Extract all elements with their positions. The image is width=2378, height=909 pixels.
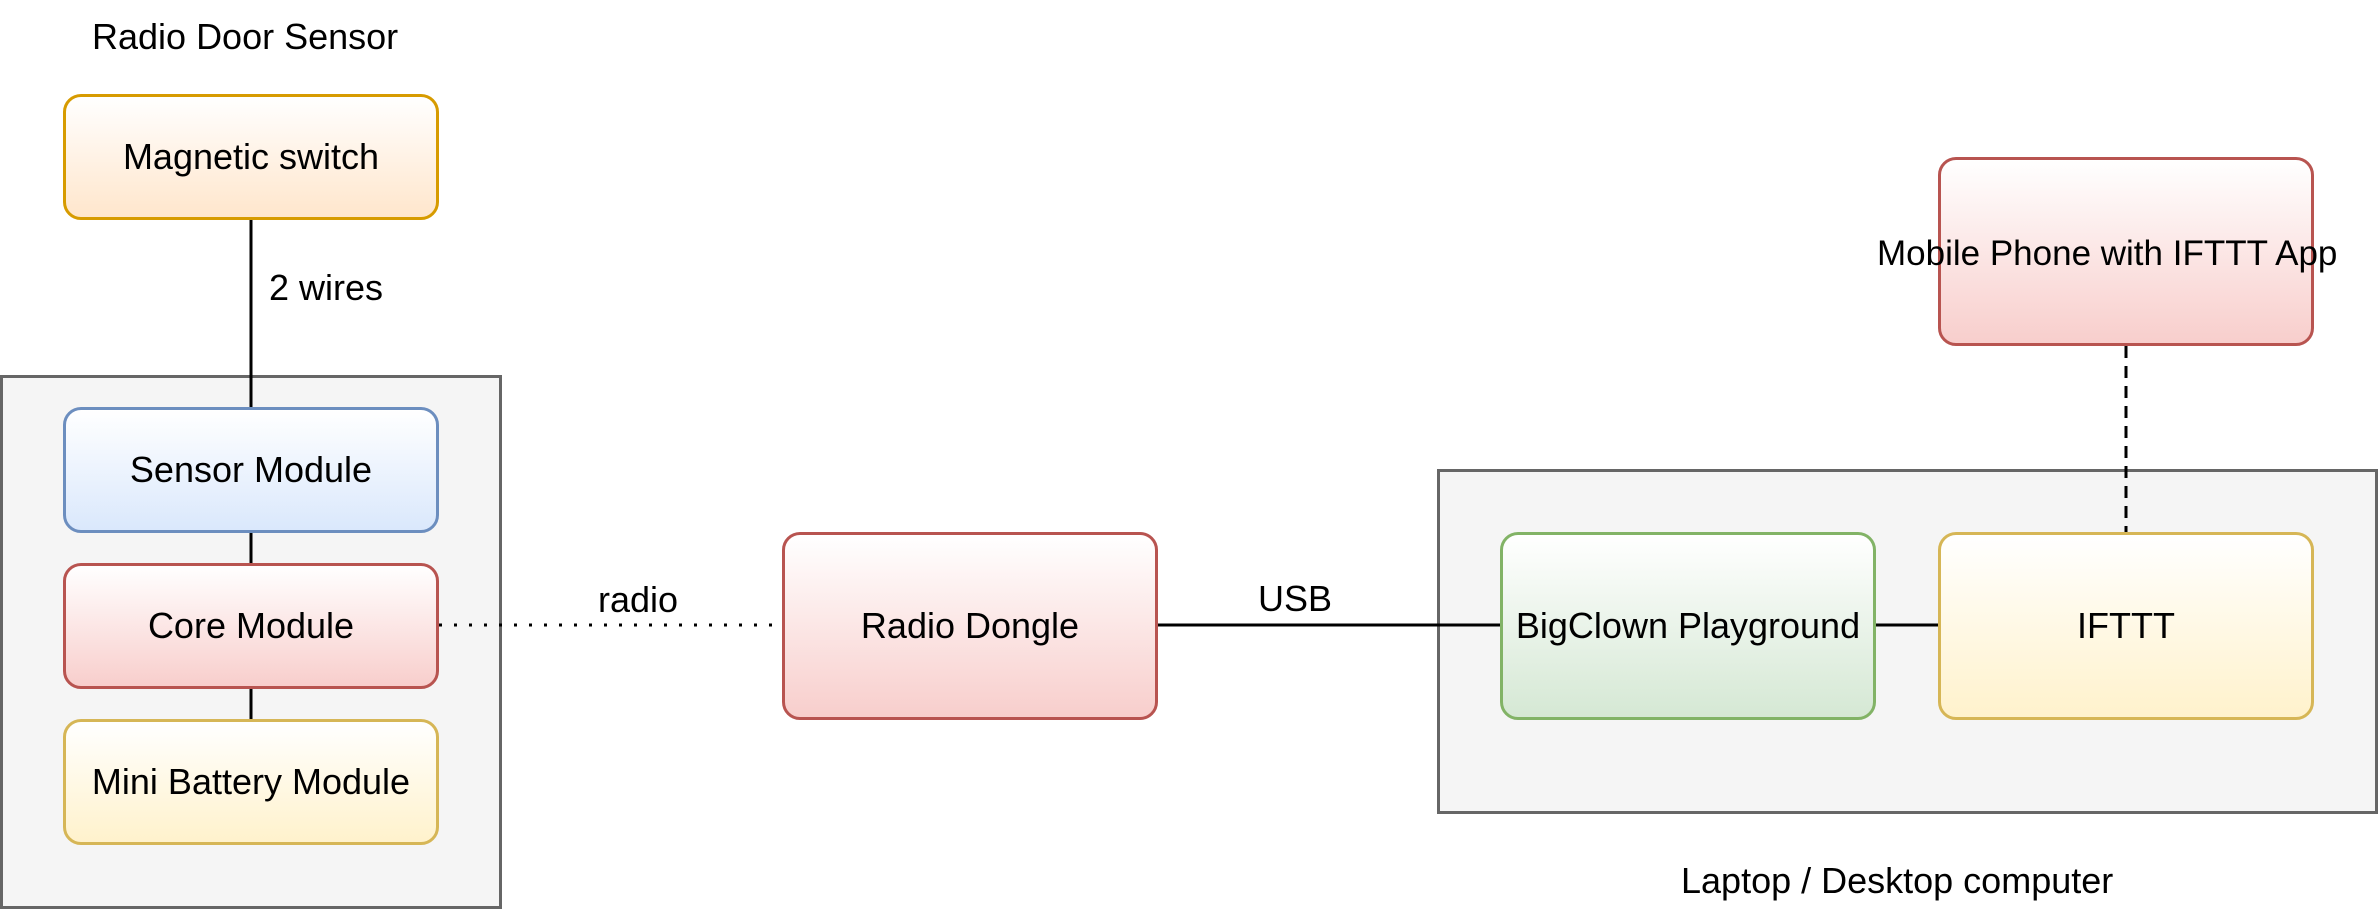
radio-label: radio [598,579,679,620]
mini-battery-module-node[interactable]: Mini Battery Module [63,719,439,845]
mini-battery-module-label: Mini Battery Module [91,761,411,803]
ifttt-node[interactable]: IFTTT [1938,532,2314,720]
mobile-phone-label: Mobile Phone with IFTTT App [1877,234,2338,273]
bigclown-playground-node[interactable]: BigClown Playground [1500,532,1876,720]
radio-dongle-label: Radio Dongle [860,605,1080,647]
bigclown-playground-label: BigClown Playground [1515,605,1861,647]
core-module-label: Core Module [147,605,355,647]
magnetic-switch-node[interactable]: Magnetic switch [63,94,439,220]
two-wires-label: 2 wires [269,267,384,308]
laptop-desktop-label: Laptop / Desktop computer [1681,860,2114,901]
radio-door-sensor-title: Radio Door Sensor [92,16,399,57]
radio-dongle-node[interactable]: Radio Dongle [782,532,1158,720]
sensor-module-label: Sensor Module [129,449,373,491]
sensor-module-node[interactable]: Sensor Module [63,407,439,533]
ifttt-label: IFTTT [2077,605,2175,647]
mobile-phone-node[interactable]: Mobile Phone with IFTTT App [1877,157,2337,346]
core-module-node[interactable]: Core Module [63,563,439,689]
magnetic-switch-label: Magnetic switch [122,136,380,178]
usb-label: USB [1258,578,1333,619]
